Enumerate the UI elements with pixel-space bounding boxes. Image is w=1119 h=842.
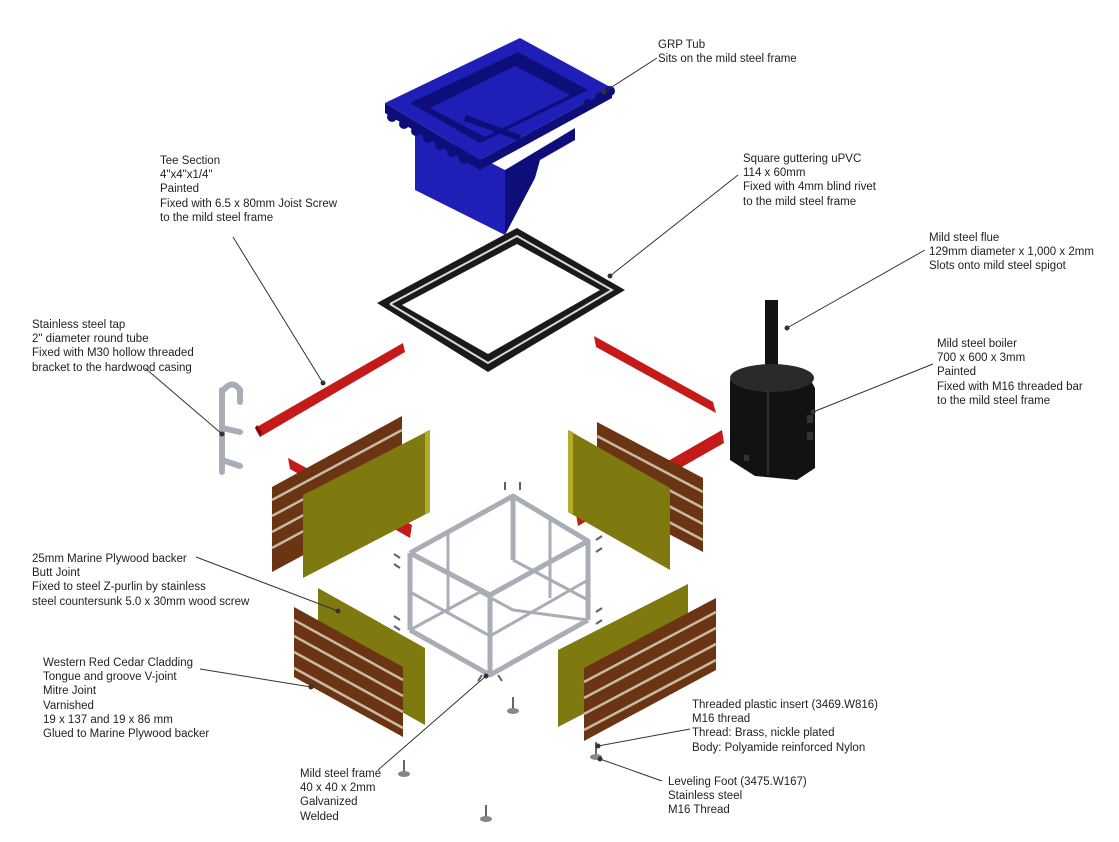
mild-steel-boiler [730, 364, 815, 480]
label-leveling-foot: Leveling Foot (3475.W167) Stainless stee… [668, 775, 807, 818]
label-line: Varnished [43, 699, 94, 712]
label-line: Fixed with 4mm blind rivet [743, 181, 876, 194]
label-tap: Stainless steel tap 2" diameter round tu… [32, 318, 194, 375]
label-line: Mild steel frame [300, 768, 382, 780]
label-line: Tongue and groove V-joint [43, 671, 177, 684]
leveling-foot [398, 760, 410, 777]
label-line: Painted [160, 183, 200, 196]
label-line: to the mild steel frame [937, 394, 1051, 407]
label-line: Body: Polyamide reinforced Nylon [692, 741, 866, 754]
tub-rim-scallops [387, 86, 615, 164]
label-line: 700 x 600 x 3mm [937, 352, 1026, 365]
label-square-guttering: Square guttering uPVC 114 x 60mm Fixed w… [743, 152, 876, 209]
cedar-panel-front-left [293, 607, 404, 737]
label-line: Glued to Marine Plywood backer [43, 728, 210, 741]
label-line: Mild steel flue [929, 232, 1000, 244]
label-boiler: Mild steel boiler 700 x 600 x 3mm Painte… [937, 337, 1083, 408]
label-line: Leveling Foot (3475.W167) [668, 776, 807, 788]
label-grp-tub: GRP Tub Sits on the mild steel frame [658, 38, 797, 66]
label-line: Stainless steel tap [32, 319, 126, 331]
label-line: Galvanized [300, 796, 358, 809]
label-line: Mild steel boiler [937, 338, 1017, 350]
label-line: Fixed to steel Z-purlin by stainless [32, 581, 206, 594]
leveling-foot [480, 805, 492, 822]
leader-dots [219, 89, 816, 762]
label-line: M16 thread [692, 713, 751, 726]
square-guttering [377, 228, 625, 372]
label-line: steel countersunk 5.0 x 30mm wood screw [32, 595, 250, 608]
label-line: Sits on the mild steel frame [658, 53, 797, 66]
tee-section-back-left [255, 343, 405, 437]
label-flue: Mild steel flue 129mm diameter x 1,000 x… [929, 231, 1094, 274]
leveling-foot [507, 697, 519, 714]
mild-steel-flue [765, 300, 778, 380]
label-line: to the mild steel frame [160, 211, 274, 224]
stainless-steel-tap [219, 381, 243, 475]
mild-steel-frame [407, 493, 591, 678]
label-line: 40 x 40 x 2mm [300, 782, 376, 795]
label-line: bracket to the hardwood casing [32, 361, 192, 374]
label-line: 25mm Marine Plywood backer [32, 553, 187, 565]
label-line: 114 x 60mm [743, 167, 806, 180]
cedar-panel-front-right [583, 598, 717, 741]
plywood-panel-back-left [303, 430, 430, 578]
label-line: to the mild steel frame [743, 195, 857, 208]
label-threaded-insert: Threaded plastic insert (3469.W816) M16 … [692, 698, 878, 755]
label-line: 129mm diameter x 1,000 x 2mm [929, 246, 1094, 259]
label-line: M16 Thread [668, 804, 730, 817]
label-line: 19 x 137 and 19 x 86 mm [43, 713, 173, 726]
label-line: Tee Section [160, 155, 221, 167]
label-cedar: Western Red Cedar Cladding Tongue and gr… [43, 656, 209, 741]
tee-section-back-right [594, 336, 716, 413]
label-mild-steel-frame: Mild steel frame 40 x 40 x 2mm Galvanize… [300, 767, 381, 824]
label-line: Fixed with M16 threaded bar [937, 380, 1083, 393]
label-line: Western Red Cedar Cladding [43, 657, 194, 669]
label-line: Thread: Brass, nickle plated [692, 727, 835, 740]
label-plywood: 25mm Marine Plywood backer Butt Joint Fi… [32, 552, 249, 609]
label-line: Threaded plastic insert (3469.W816) [692, 699, 879, 711]
tub-front-body [415, 125, 505, 235]
leveling-feet [398, 697, 602, 822]
frame-brackets [393, 482, 603, 682]
label-line: Square guttering uPVC [743, 153, 862, 165]
label-line: Slots onto mild steel spigot [929, 260, 1066, 273]
tub-rim-lip-right [480, 88, 612, 170]
plywood-panel-back-right [568, 430, 670, 570]
label-line: GRP Tub [658, 39, 706, 51]
leader-lines [144, 57, 934, 782]
label-line: 2" diameter round tube [32, 333, 149, 346]
label-line: Butt Joint [32, 567, 80, 580]
grp-tub [385, 38, 615, 235]
label-line: Fixed with 6.5 x 80mm Joist Screw [160, 197, 338, 210]
label-line: 4"x4"x1/4" [160, 169, 213, 182]
tub-drain-bar [463, 115, 522, 141]
label-line: Stainless steel [668, 790, 743, 803]
label-line: Painted [937, 366, 977, 379]
label-line: Welded [300, 810, 339, 823]
label-tee-section: Tee Section 4"x4"x1/4" Painted Fixed wit… [160, 154, 337, 225]
tub-side-body [505, 128, 575, 235]
label-line: Mitre Joint [43, 685, 97, 698]
label-line: Fixed with M30 hollow threaded [32, 347, 194, 360]
